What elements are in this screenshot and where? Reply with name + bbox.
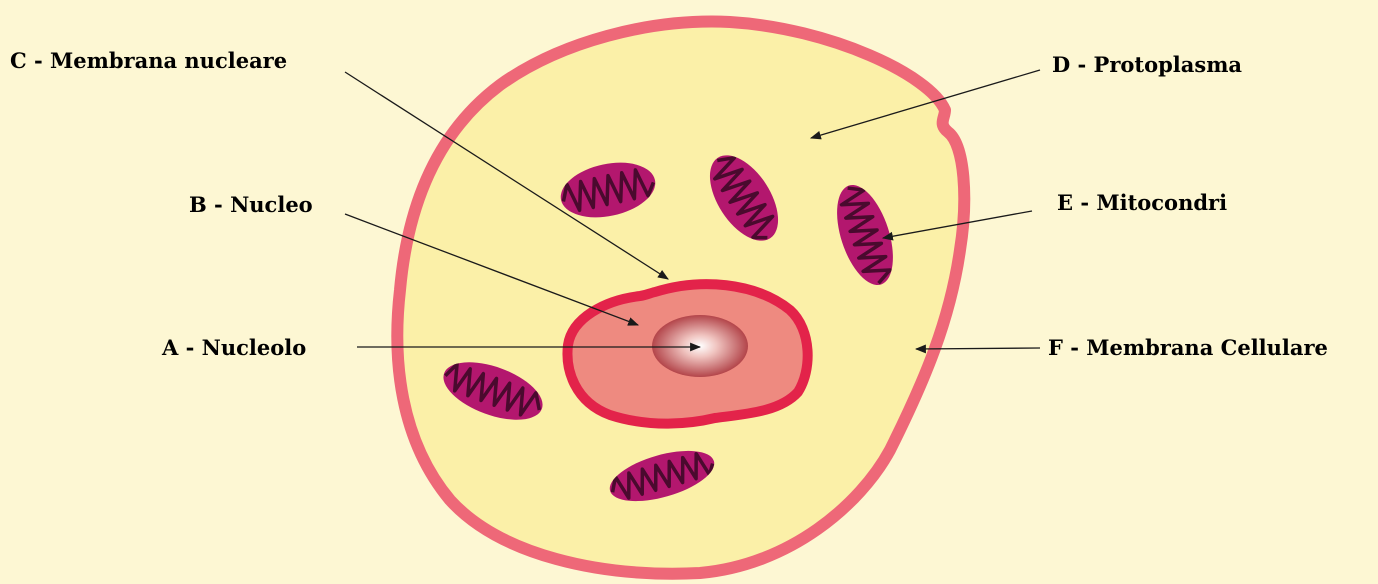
label-membrana-nucleare: C - Membrana nucleare [10, 48, 287, 73]
label-mitocondri: E - Mitocondri [1057, 190, 1227, 215]
label-nucleolo: A - Nucleolo [161, 335, 306, 360]
nucleolus [652, 315, 748, 377]
label-protoplasma: D - Protoplasma [1052, 52, 1242, 77]
label-nucleo: B - Nucleo [189, 192, 313, 217]
label-membrana-cellulare: F - Membrana Cellulare [1048, 335, 1328, 360]
